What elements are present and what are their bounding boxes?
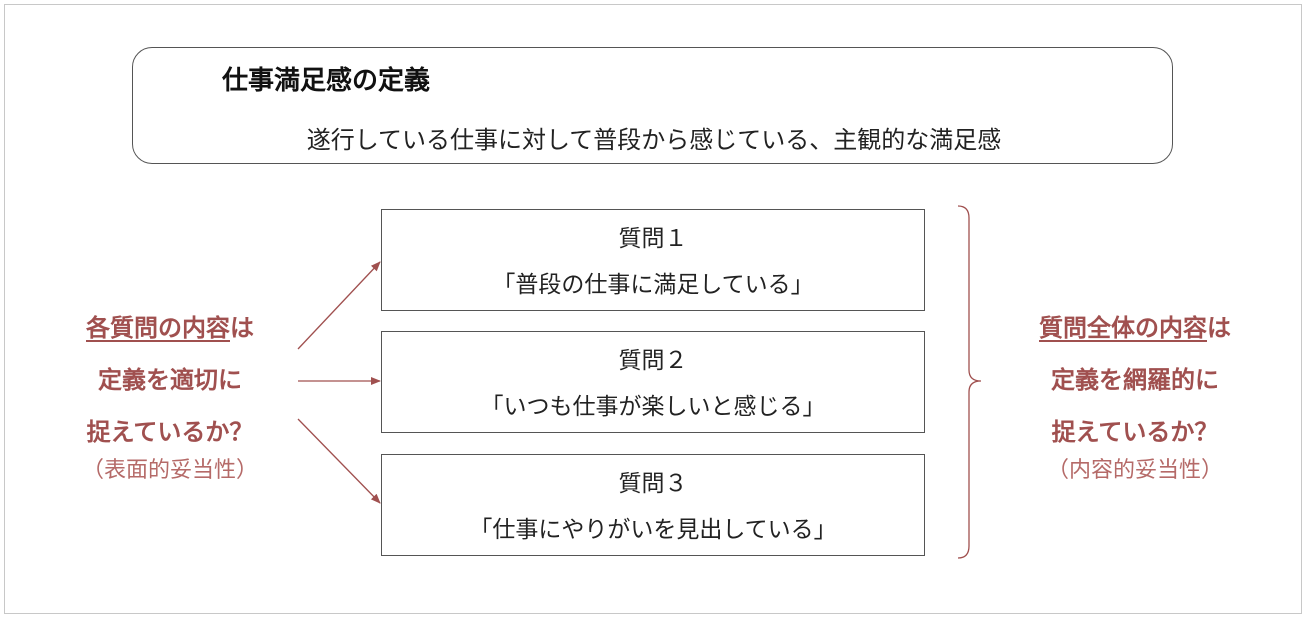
left-note-line2: 定義を適切に — [98, 366, 242, 394]
left-note-line1: 各質問の内容は — [40, 302, 300, 354]
question-text: 「普段の仕事に満足している」 — [492, 272, 814, 298]
right-note-particle: は — [1207, 314, 1231, 342]
left-note-emphasis: 各質問の内容 — [86, 314, 230, 342]
question-label: 質問３ — [618, 471, 688, 497]
question-box-3: 質問３ 「仕事にやりがいを見出している」 — [381, 454, 925, 556]
question-box-2: 質問２ 「いつも仕事が楽しいと感じる」 — [381, 331, 925, 433]
right-note-line3: 捉えているか？ — [1051, 418, 1219, 446]
question-label: 質問２ — [618, 348, 688, 374]
left-note-particle: は — [230, 314, 254, 342]
definition-title: 仕事満足感の定義 — [222, 66, 431, 96]
right-brace — [957, 205, 982, 559]
definition-box — [132, 47, 1173, 164]
arrow-to-question-1 — [297, 261, 381, 350]
question-text: 「仕事にやりがいを見出している」 — [469, 517, 837, 543]
right-note-sub: （内容的妥当性） — [1046, 458, 1223, 483]
left-note-line3: 捉えているか？ — [86, 418, 254, 446]
left-note: 各質問の内容は 定義を適切に 捉えているか？ （表面的妥当性） — [40, 302, 300, 484]
right-note-line1: 質問全体の内容は — [1002, 302, 1268, 354]
question-box-1: 質問１ 「普段の仕事に満足している」 — [381, 209, 925, 311]
question-label: 質問１ — [618, 226, 688, 252]
left-note-sub: （表面的妥当性） — [81, 458, 258, 483]
question-text: 「いつも仕事が楽しいと感じる」 — [480, 394, 826, 420]
definition-text: 遂行している仕事に対して普段から感じている、主観的な満足感 — [306, 126, 1002, 154]
slide-frame — [4, 4, 1302, 614]
right-note-line2: 定義を網羅的に — [1051, 366, 1219, 394]
right-note-emphasis: 質問全体の内容 — [1039, 314, 1207, 342]
right-note: 質問全体の内容は 定義を網羅的に 捉えているか？ （内容的妥当性） — [1002, 302, 1268, 484]
arrow-to-question-3 — [297, 418, 381, 504]
